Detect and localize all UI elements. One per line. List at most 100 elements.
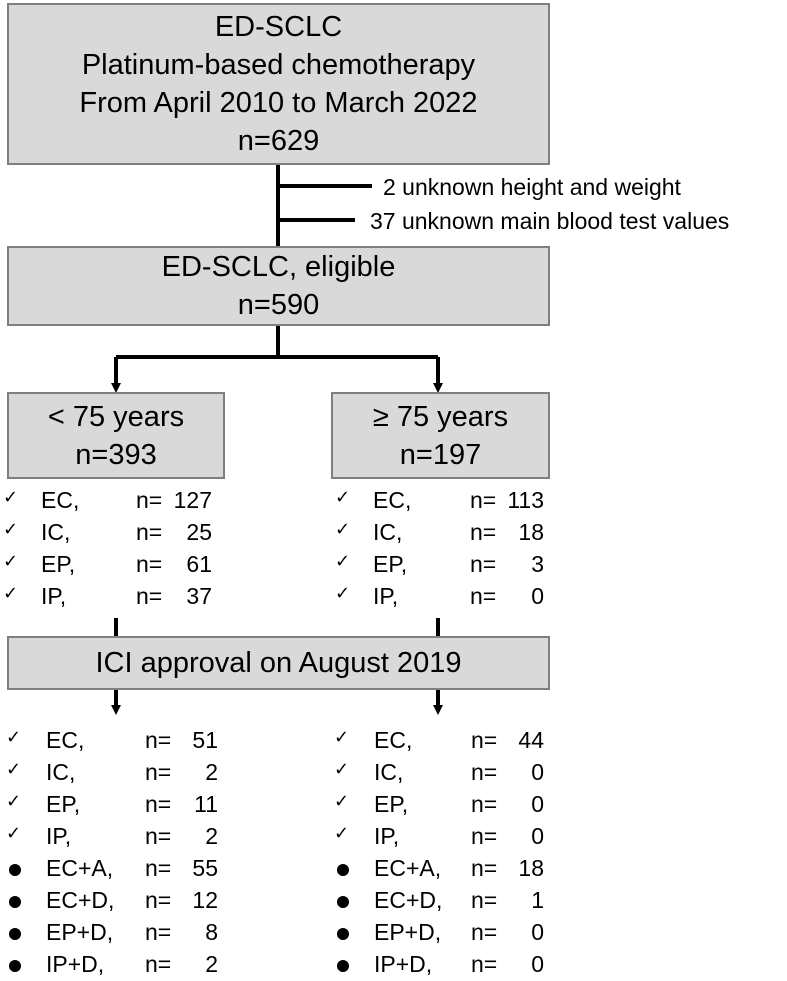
regimen-count: 12 xyxy=(192,887,218,913)
exclusion-note-2: 37 unknown main blood test values xyxy=(370,208,730,234)
regimen-name: EC, xyxy=(41,487,80,513)
regimen-count: 113 xyxy=(507,487,544,513)
regimen-name: EP+D, xyxy=(46,919,114,945)
regimen-count: 0 xyxy=(531,951,544,977)
count-prefix: n= xyxy=(471,727,498,753)
regimen-row: EC+D,n=1 xyxy=(334,887,564,917)
age-under-75-label: < 75 years xyxy=(47,400,185,433)
regimen-name: IC, xyxy=(374,759,404,785)
regimen-row: EP+D, n= 8 xyxy=(6,919,236,949)
regimen-row: ✓EC,n=127 xyxy=(3,487,233,517)
check-mark-icon: ✓ xyxy=(6,727,22,747)
regimen-count: 44 xyxy=(518,727,544,753)
cohort-count: n=629 xyxy=(237,125,320,157)
regimen-count: 37 xyxy=(186,583,212,609)
regimen-count: 55 xyxy=(192,855,218,881)
regimen-name: EC, xyxy=(373,487,412,513)
regimen-count: 2 xyxy=(205,951,218,977)
regimen-name: EC+A, xyxy=(374,855,442,881)
bullet-dot-icon xyxy=(337,896,349,908)
regimen-name: IP, xyxy=(374,823,400,849)
regimen-count: 18 xyxy=(518,519,544,545)
regimen-count: 0 xyxy=(531,759,544,785)
regimen-row: ✓IC,n=25 xyxy=(3,519,233,549)
regimen-name: EP+D, xyxy=(374,919,442,945)
regimen-count: 25 xyxy=(186,519,212,545)
regimen-row: ✓ EP, n= 3 xyxy=(335,551,565,581)
eligible-title: ED-SCLC, eligible xyxy=(161,251,396,283)
regimen-row: ✓EC,n=51 xyxy=(6,727,236,757)
bullet-dot-icon xyxy=(337,928,349,940)
bullet-dot-icon xyxy=(9,960,21,972)
regimen-count: 11 xyxy=(194,791,218,817)
regimen-row: ✓IP,n=0 xyxy=(335,583,565,613)
bullet-dot-icon xyxy=(9,864,21,876)
age-75-plus-label: ≥ 75 years xyxy=(372,400,509,433)
regimen-row: EC+D,n=12 xyxy=(6,887,236,917)
cohort-treatment: Platinum-based chemotherapy xyxy=(81,49,476,81)
bullet-dot-icon xyxy=(337,864,349,876)
check-mark-icon: ✓ xyxy=(335,551,351,571)
count-prefix: n= xyxy=(470,583,497,609)
bullet-dot-icon xyxy=(337,960,349,972)
check-mark-icon: ✓ xyxy=(3,519,19,539)
eligible-box: ED-SCLC, eligible n=590 xyxy=(7,246,550,326)
regimen-count: 8 xyxy=(205,919,218,945)
regimen-row: ✓IP,n=0 xyxy=(334,823,564,853)
check-mark-icon: ✓ xyxy=(6,759,22,779)
ici-approval-label: ICI approval on August 2019 xyxy=(95,647,462,679)
count-prefix: n= xyxy=(470,487,497,513)
count-prefix: n= xyxy=(471,919,498,945)
count-prefix: n= xyxy=(471,759,498,785)
bullet-dot-icon xyxy=(9,928,21,940)
count-prefix: n= xyxy=(145,791,172,817)
regimen-row: ✓IC,n=18 xyxy=(335,519,565,549)
regimen-count: 3 xyxy=(531,551,544,577)
regimen-count: 2 xyxy=(205,759,218,785)
regimen-row: EC+A, n= 18 xyxy=(334,855,564,885)
check-mark-icon: ✓ xyxy=(334,759,350,779)
eligible-count: n=590 xyxy=(237,289,320,321)
regimen-name: EC, xyxy=(374,727,413,753)
count-prefix: n= xyxy=(145,759,172,785)
regimen-count: 1 xyxy=(531,887,544,913)
regimen-name: EC, xyxy=(46,727,85,753)
count-prefix: n= xyxy=(470,519,497,545)
regimen-name: IP+D, xyxy=(374,951,433,977)
regimen-name: EC+A, xyxy=(46,855,114,881)
bullet-dot-icon xyxy=(9,896,21,908)
regimen-name: EP, xyxy=(374,791,409,817)
regimen-name: IP, xyxy=(41,583,67,609)
regimen-count: 61 xyxy=(186,551,212,577)
regimen-count: 0 xyxy=(531,823,544,849)
count-prefix: n= xyxy=(136,551,163,577)
regimen-row: ✓IP,n=2 xyxy=(6,823,236,853)
regimen-row: ✓EP,n=61 xyxy=(3,551,233,581)
regimen-count: 18 xyxy=(518,855,544,881)
count-prefix: n= xyxy=(471,855,498,881)
regimen-name: EP, xyxy=(373,551,408,577)
check-mark-icon: ✓ xyxy=(6,791,22,811)
regimen-name: EC+D, xyxy=(374,887,443,913)
age-75-plus-box: ≥ 75 years n=197 xyxy=(331,392,550,479)
exclusion-note-1: 2 unknown height and weight xyxy=(383,174,681,200)
regimen-row: ✓IP,n=37 xyxy=(3,583,233,613)
regimen-row: EP+D,n=0 xyxy=(334,919,564,949)
age-under-75-count: n=393 xyxy=(75,438,157,471)
regimen-count: 0 xyxy=(531,583,544,609)
regimen-count: 127 xyxy=(173,487,212,513)
regimen-name: IP+D, xyxy=(46,951,105,977)
check-mark-icon: ✓ xyxy=(3,583,19,603)
regimen-count: 51 xyxy=(192,727,218,753)
count-prefix: n= xyxy=(471,951,498,977)
regimen-row: ✓EP,n=11 xyxy=(6,791,236,821)
count-prefix: n= xyxy=(145,919,172,945)
check-mark-icon: ✓ xyxy=(334,823,350,843)
regimen-row: ✓EC,n=113 xyxy=(335,487,565,517)
ici-approval-box: ICI approval on August 2019 xyxy=(7,636,550,690)
count-prefix: n= xyxy=(470,551,497,577)
regimen-name: IC, xyxy=(46,759,76,785)
regimen-name: IC, xyxy=(41,519,71,545)
check-mark-icon: ✓ xyxy=(6,823,22,843)
